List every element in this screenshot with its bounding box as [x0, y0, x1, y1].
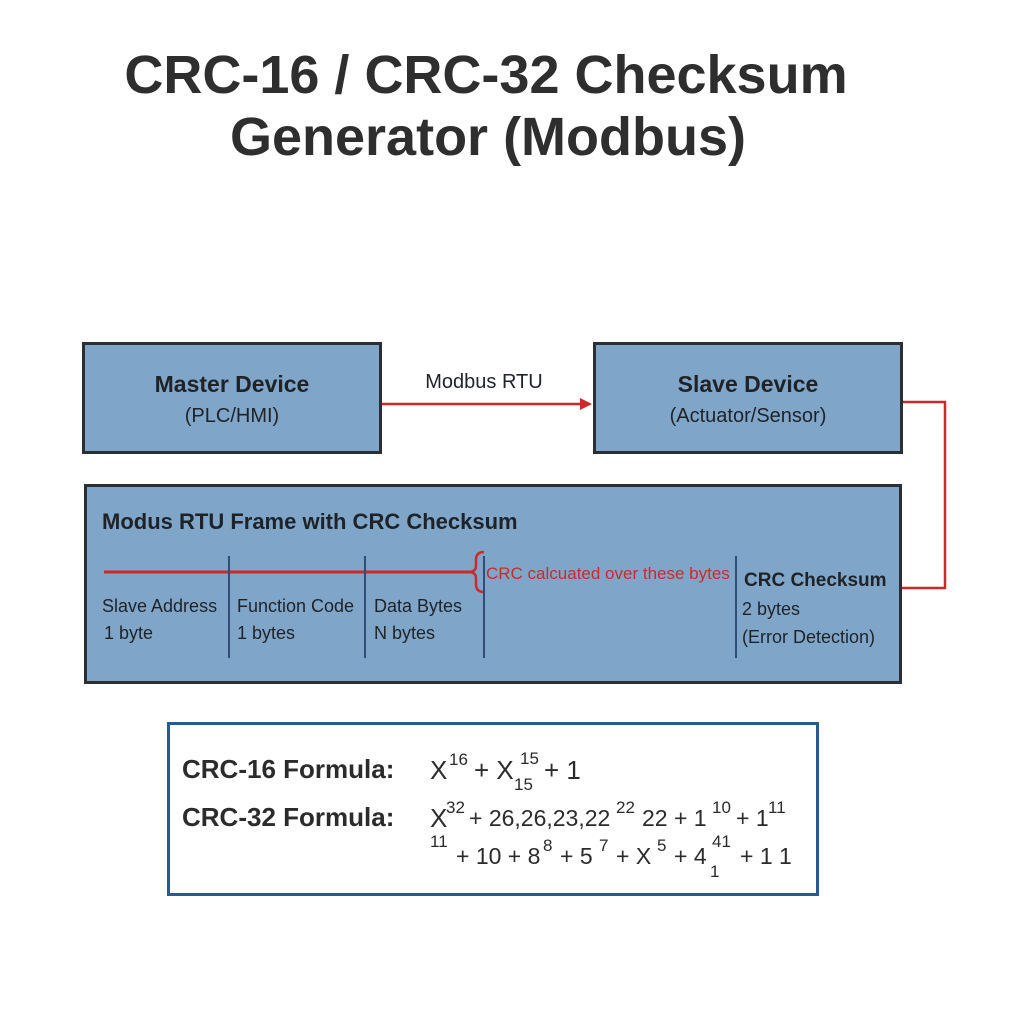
- crc32-line2-lead-exp: 11: [430, 832, 448, 851]
- crc32-line2-exp-c: 5: [657, 836, 667, 855]
- field-slave-address-name: Slave Address: [102, 596, 218, 616]
- slave-to-frame-line: [902, 400, 947, 590]
- crc32-line2-term-c: + X: [616, 843, 652, 869]
- field-crc-checksum-size: 2 bytes: [742, 599, 801, 619]
- field-function-code-size: 1 bytes: [237, 623, 296, 643]
- crc32-line2-exp-d: 41: [712, 832, 731, 851]
- crc32-line2-tail: + 1 1: [740, 843, 792, 869]
- crc32-formula-label: CRC-32 Formula:: [182, 802, 395, 832]
- field-crc-checksum-purpose: (Error Detection): [742, 627, 876, 647]
- crc32-term-3: 22 + 1: [642, 805, 707, 831]
- crc16-sub-2: 15: [514, 775, 533, 794]
- crc16-formula-label: CRC-16 Formula:: [182, 754, 395, 784]
- crc32-term-2: + 26,26,23,22: [469, 805, 611, 831]
- crc16-term-2: + X: [474, 755, 514, 785]
- crc32-term-4: + 1: [736, 805, 769, 831]
- master-device-sub: (PLC/HMI): [184, 405, 280, 427]
- crc32-line2-exp-a: 8: [543, 836, 553, 855]
- field-crc-checksum-name: CRC Checksum: [744, 570, 887, 591]
- rtu-frame-title: Modus RTU Frame with CRC Checksum: [102, 509, 518, 534]
- crc32-exp-1: 32: [446, 798, 465, 817]
- field-slave-address-size: 1 byte: [104, 623, 154, 643]
- crc32-exp-4: 11: [768, 798, 786, 817]
- field-function-code-name: Function Code: [237, 596, 355, 616]
- title-line-2: Generator (Modbus): [229, 107, 746, 167]
- field-data-bytes-name: Data Bytes: [374, 596, 463, 616]
- crc16-base: X: [430, 755, 448, 785]
- connection-label: Modbus RTU: [425, 371, 543, 393]
- master-device-name: Master Device: [154, 371, 310, 397]
- rtu-frame-box: [84, 484, 902, 684]
- crc32-line2-sub-d: 1: [710, 862, 720, 881]
- slave-device-box: Slave Device (Actuator/Sensor): [593, 342, 903, 454]
- crc32-exp-2: 22: [616, 798, 635, 817]
- crc-range-brace: [467, 550, 485, 594]
- crc-calculation-note: CRC calcuated over these bytes: [486, 564, 730, 583]
- crc32-base: X: [430, 803, 448, 833]
- crc32-line2-term-a: + 10 + 8: [456, 843, 541, 869]
- crc32-line2-exp-b: 7: [599, 836, 609, 855]
- crc16-exp-1: 16: [449, 750, 468, 769]
- crc32-exp-3: 10: [712, 798, 731, 817]
- crc32-line2-term-d: + 4: [674, 843, 707, 869]
- slave-device-sub: (Actuator/Sensor): [669, 405, 827, 427]
- master-device-box: Master Device (PLC/HMI): [82, 342, 382, 454]
- formula-box: [167, 722, 819, 896]
- crc32-line2-term-b: + 5: [560, 843, 593, 869]
- crc16-tail: + 1: [544, 755, 581, 785]
- slave-device-name: Slave Device: [677, 371, 819, 397]
- title-line-1: CRC-16 / CRC-32 Checksum: [124, 45, 848, 105]
- field-data-bytes-size: N bytes: [374, 623, 436, 643]
- crc16-exp-2: 15: [520, 749, 539, 768]
